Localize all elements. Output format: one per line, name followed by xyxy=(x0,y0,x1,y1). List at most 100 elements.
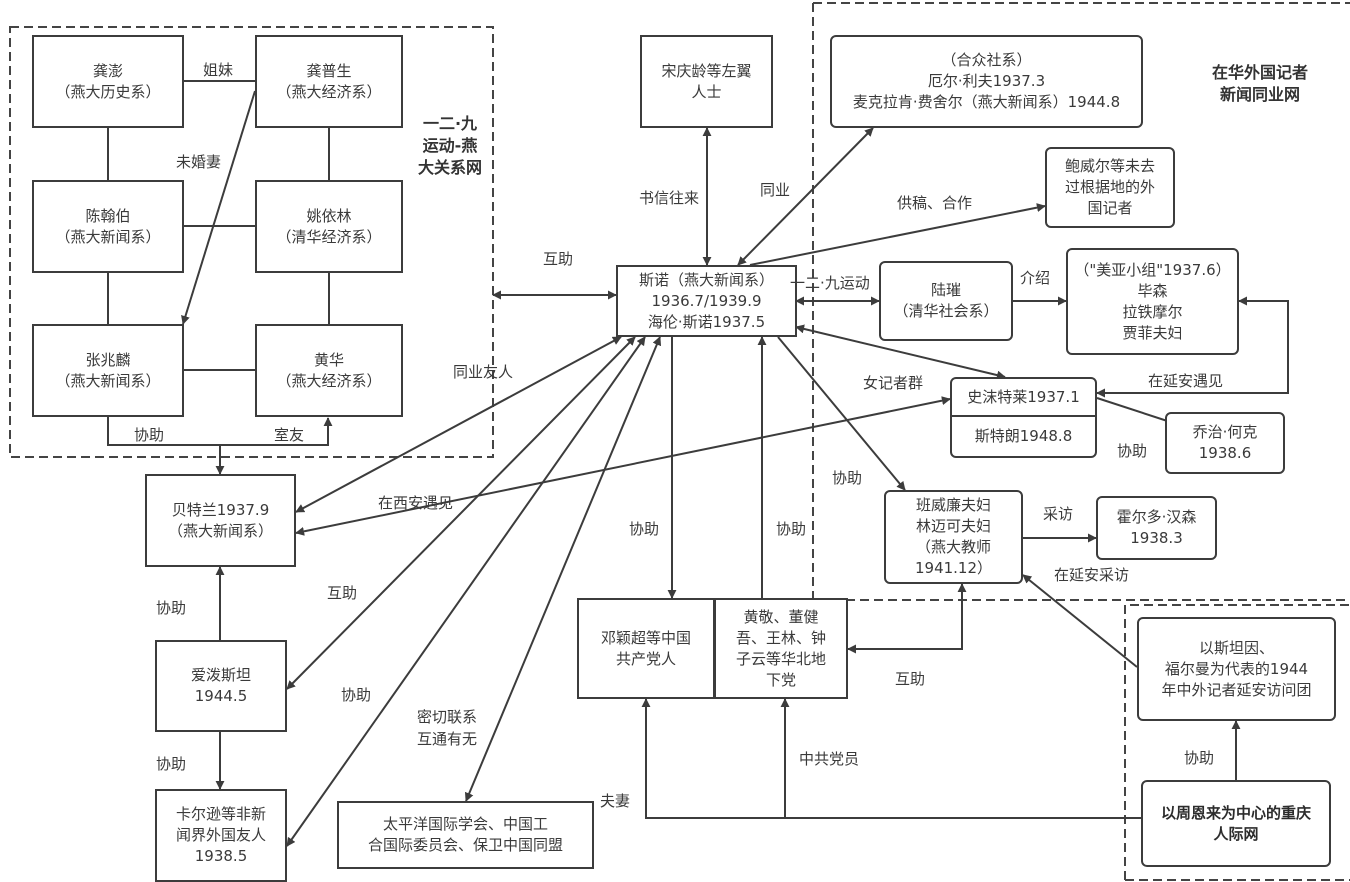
node-text: （"美亚小组"1937.6） xyxy=(1074,260,1231,279)
edge-met-yanan xyxy=(1096,296,1289,398)
node-text: 厄尔·利夫1937.3 xyxy=(927,72,1046,90)
node-huanghua[interactable]: 黄华 （燕大经济系） xyxy=(255,324,403,417)
node-divider xyxy=(952,415,1095,417)
edge-label-mutual-aid-left: 互助 xyxy=(543,250,574,268)
node-text: 麦克拉肯·费舍尔（燕大新闻系）1944.8 xyxy=(852,93,1121,111)
edge-label-met-xian: 在西安遇见 xyxy=(378,494,454,512)
edge-label-assist-zhang: 协助 xyxy=(134,426,165,444)
node-bertram[interactable]: 贝特兰1937.9 （燕大新闻系） xyxy=(145,474,296,567)
node-lucui[interactable]: 陆璀 （清华社会系） xyxy=(879,261,1013,341)
edge-fiancee xyxy=(181,90,256,325)
edge-mutual-aid-north xyxy=(847,583,967,654)
node-text: （清华社会系） xyxy=(893,302,999,320)
node-epstein[interactable]: 爱泼斯坦 1944.5 xyxy=(155,640,287,732)
edge-label-ccp-member: 中共党员 xyxy=(799,750,860,768)
node-gongpeng[interactable]: 龚澎 （燕大历史系） xyxy=(32,35,184,128)
node-songqingling[interactable]: 宋庆龄等左翼 人士 xyxy=(640,35,773,128)
edge-label-assist-stein: 协助 xyxy=(1184,749,1215,767)
node-ipr[interactable]: 太平洋国际学会、中国工 合国际委员会、保卫中国同盟 xyxy=(337,801,594,869)
node-text: 1936.7/1939.9 xyxy=(651,291,762,310)
node-text: 贝特兰1937.9 xyxy=(171,500,270,519)
node-smedley[interactable]: 史沫特莱1937.1 斯特朗1948.8 xyxy=(950,377,1097,458)
node-text: 1941.12） xyxy=(914,559,993,577)
node-band-lindsay[interactable]: 班威廉夫妇 林迈可夫妇 （燕大教师 1941.12） xyxy=(884,490,1023,584)
edge-label-interview: 采访 xyxy=(1043,505,1074,523)
node-hogg[interactable]: 乔治·何克 1938.6 xyxy=(1165,412,1285,474)
node-text: 子云等华北地 xyxy=(735,649,826,668)
node-chenhanbo[interactable]: 陈翰伯 （燕大新闻系） xyxy=(32,180,184,273)
edge-women-journalists xyxy=(795,324,1006,380)
node-text: （燕大新闻系） xyxy=(55,371,161,390)
node-text: 以斯坦因、 xyxy=(1198,638,1274,657)
node-text: 张兆麟 xyxy=(85,350,131,369)
edge-label-assist-bertram: 协助 xyxy=(156,599,187,617)
edge-label-roommate: 室友 xyxy=(274,426,305,444)
node-ameriasia[interactable]: （"美亚小组"1937.6） 毕森 拉铁摩尔 贾菲夫妇 xyxy=(1066,248,1239,355)
edge-label-assist-band: 协助 xyxy=(832,469,863,487)
node-text: 龚普生 xyxy=(306,61,352,80)
edge-label-assist-north: 协助 xyxy=(776,520,807,538)
edge-label-close-contact: 密切联系 互通有无 xyxy=(417,706,477,750)
node-text: 人士 xyxy=(691,82,722,101)
node-dengyingchao[interactable]: 邓颖超等中国 共产党人 xyxy=(577,598,715,699)
node-bowell[interactable]: 鲍威尔等未去 过根据地的外 国记者 xyxy=(1045,147,1175,228)
edge-label-assist-deng: 协助 xyxy=(629,520,660,538)
node-text: 太平洋国际学会、中国工 xyxy=(382,815,548,833)
node-text: 闻界外国友人 xyxy=(175,826,266,844)
edge-label-fiancee: 未婚妻 xyxy=(176,153,222,171)
node-yaoyilin[interactable]: 姚依林 （清华经济系） xyxy=(255,180,403,273)
node-text: 福尔曼为代表的1944 xyxy=(1164,659,1309,678)
node-text: 下党 xyxy=(765,670,796,689)
node-text: 以周恩来为中心的重庆 xyxy=(1160,803,1311,822)
node-text: 过根据地的外 xyxy=(1064,178,1155,196)
node-text: （燕大教师 xyxy=(915,538,991,556)
edge-label-letters: 书信往来 xyxy=(639,189,700,207)
edge-label-sisters: 姐妹 xyxy=(203,61,234,79)
node-text: 卡尔逊等非新 xyxy=(175,805,266,823)
node-gongpusheng[interactable]: 龚普生 （燕大经济系） xyxy=(255,35,403,128)
node-text: 黄敬、董健 xyxy=(743,607,819,626)
node-text: 鲍威尔等未去 xyxy=(1064,157,1155,175)
node-text: 斯特朗1948.8 xyxy=(974,427,1073,445)
node-stein-group[interactable]: 以斯坦因、 福尔曼为代表的1944 年中外记者延安访问团 xyxy=(1137,617,1336,721)
edge-label-mutual-aid-epstein: 互助 xyxy=(327,584,358,602)
edge-assist-band xyxy=(777,336,906,491)
node-north-underground[interactable]: 黄敬、董健 吾、王林、钟 子云等华北地 下党 xyxy=(714,598,848,699)
node-text: 海伦·斯诺1937.5 xyxy=(647,312,766,331)
region-title-foreign-press: 在华外国记者 新闻同业网 xyxy=(1195,62,1325,106)
node-text: 贾菲夫妇 xyxy=(1122,323,1183,342)
node-text: 人际网 xyxy=(1213,824,1259,843)
node-text: 1938.5 xyxy=(194,847,248,865)
node-snow[interactable]: 斯诺（燕大新闻系） 1936.7/1939.9 海伦·斯诺1937.5 xyxy=(616,265,797,337)
node-carlson[interactable]: 卡尔逊等非新 闻界外国友人 1938.5 xyxy=(155,789,287,882)
node-text: 霍尔多·汉森 xyxy=(1116,508,1197,526)
node-text: 邓颖超等中国 xyxy=(600,628,691,647)
node-text: 爱泼斯坦 xyxy=(190,666,251,684)
node-text: （合众社系） xyxy=(941,51,1032,69)
edge-contribute xyxy=(749,203,1046,266)
node-text: 拉铁摩尔 xyxy=(1122,302,1183,321)
node-text: 年中外记者延安访问团 xyxy=(1161,680,1312,699)
node-holdosen[interactable]: 霍尔多·汉森 1938.3 xyxy=(1096,496,1217,560)
edge-label-met-yanan: 在延安遇见 xyxy=(1148,372,1224,390)
edge-label-women-journalists: 女记者群 xyxy=(863,374,924,392)
node-text: 陆璀 xyxy=(930,281,961,299)
edge-husband-wife xyxy=(641,698,1141,819)
node-text: 1938.6 xyxy=(1198,444,1252,462)
node-text: 斯诺（燕大新闻系） xyxy=(638,270,774,289)
node-text: 史沫特莱1937.1 xyxy=(967,388,1080,406)
node-zhangzhaolin[interactable]: 张兆麟 （燕大新闻系） xyxy=(32,324,184,417)
edge-label-dec9-movement: 一二·九运动 xyxy=(790,274,870,292)
edge-label-assist-carlson: 协助 xyxy=(341,686,372,704)
node-text: 1944.5 xyxy=(194,687,248,705)
edge-label-line: 互通有无 xyxy=(417,730,478,748)
node-text: 乔治·何克 xyxy=(1192,423,1258,441)
region-december9-border xyxy=(9,26,494,458)
edge-same-trade xyxy=(737,127,874,266)
node-text: （燕大经济系） xyxy=(276,82,382,101)
region-title-december9: 一二·九 运动-燕 大关系网 xyxy=(410,113,490,179)
node-upi[interactable]: （合众社系） 厄尔·利夫1937.3 麦克拉肯·费舍尔（燕大新闻系）1944.8 xyxy=(830,35,1143,128)
region-title-line: 大关系网 xyxy=(417,158,482,177)
node-zhouenlai[interactable]: 以周恩来为中心的重庆 人际网 xyxy=(1141,780,1331,867)
